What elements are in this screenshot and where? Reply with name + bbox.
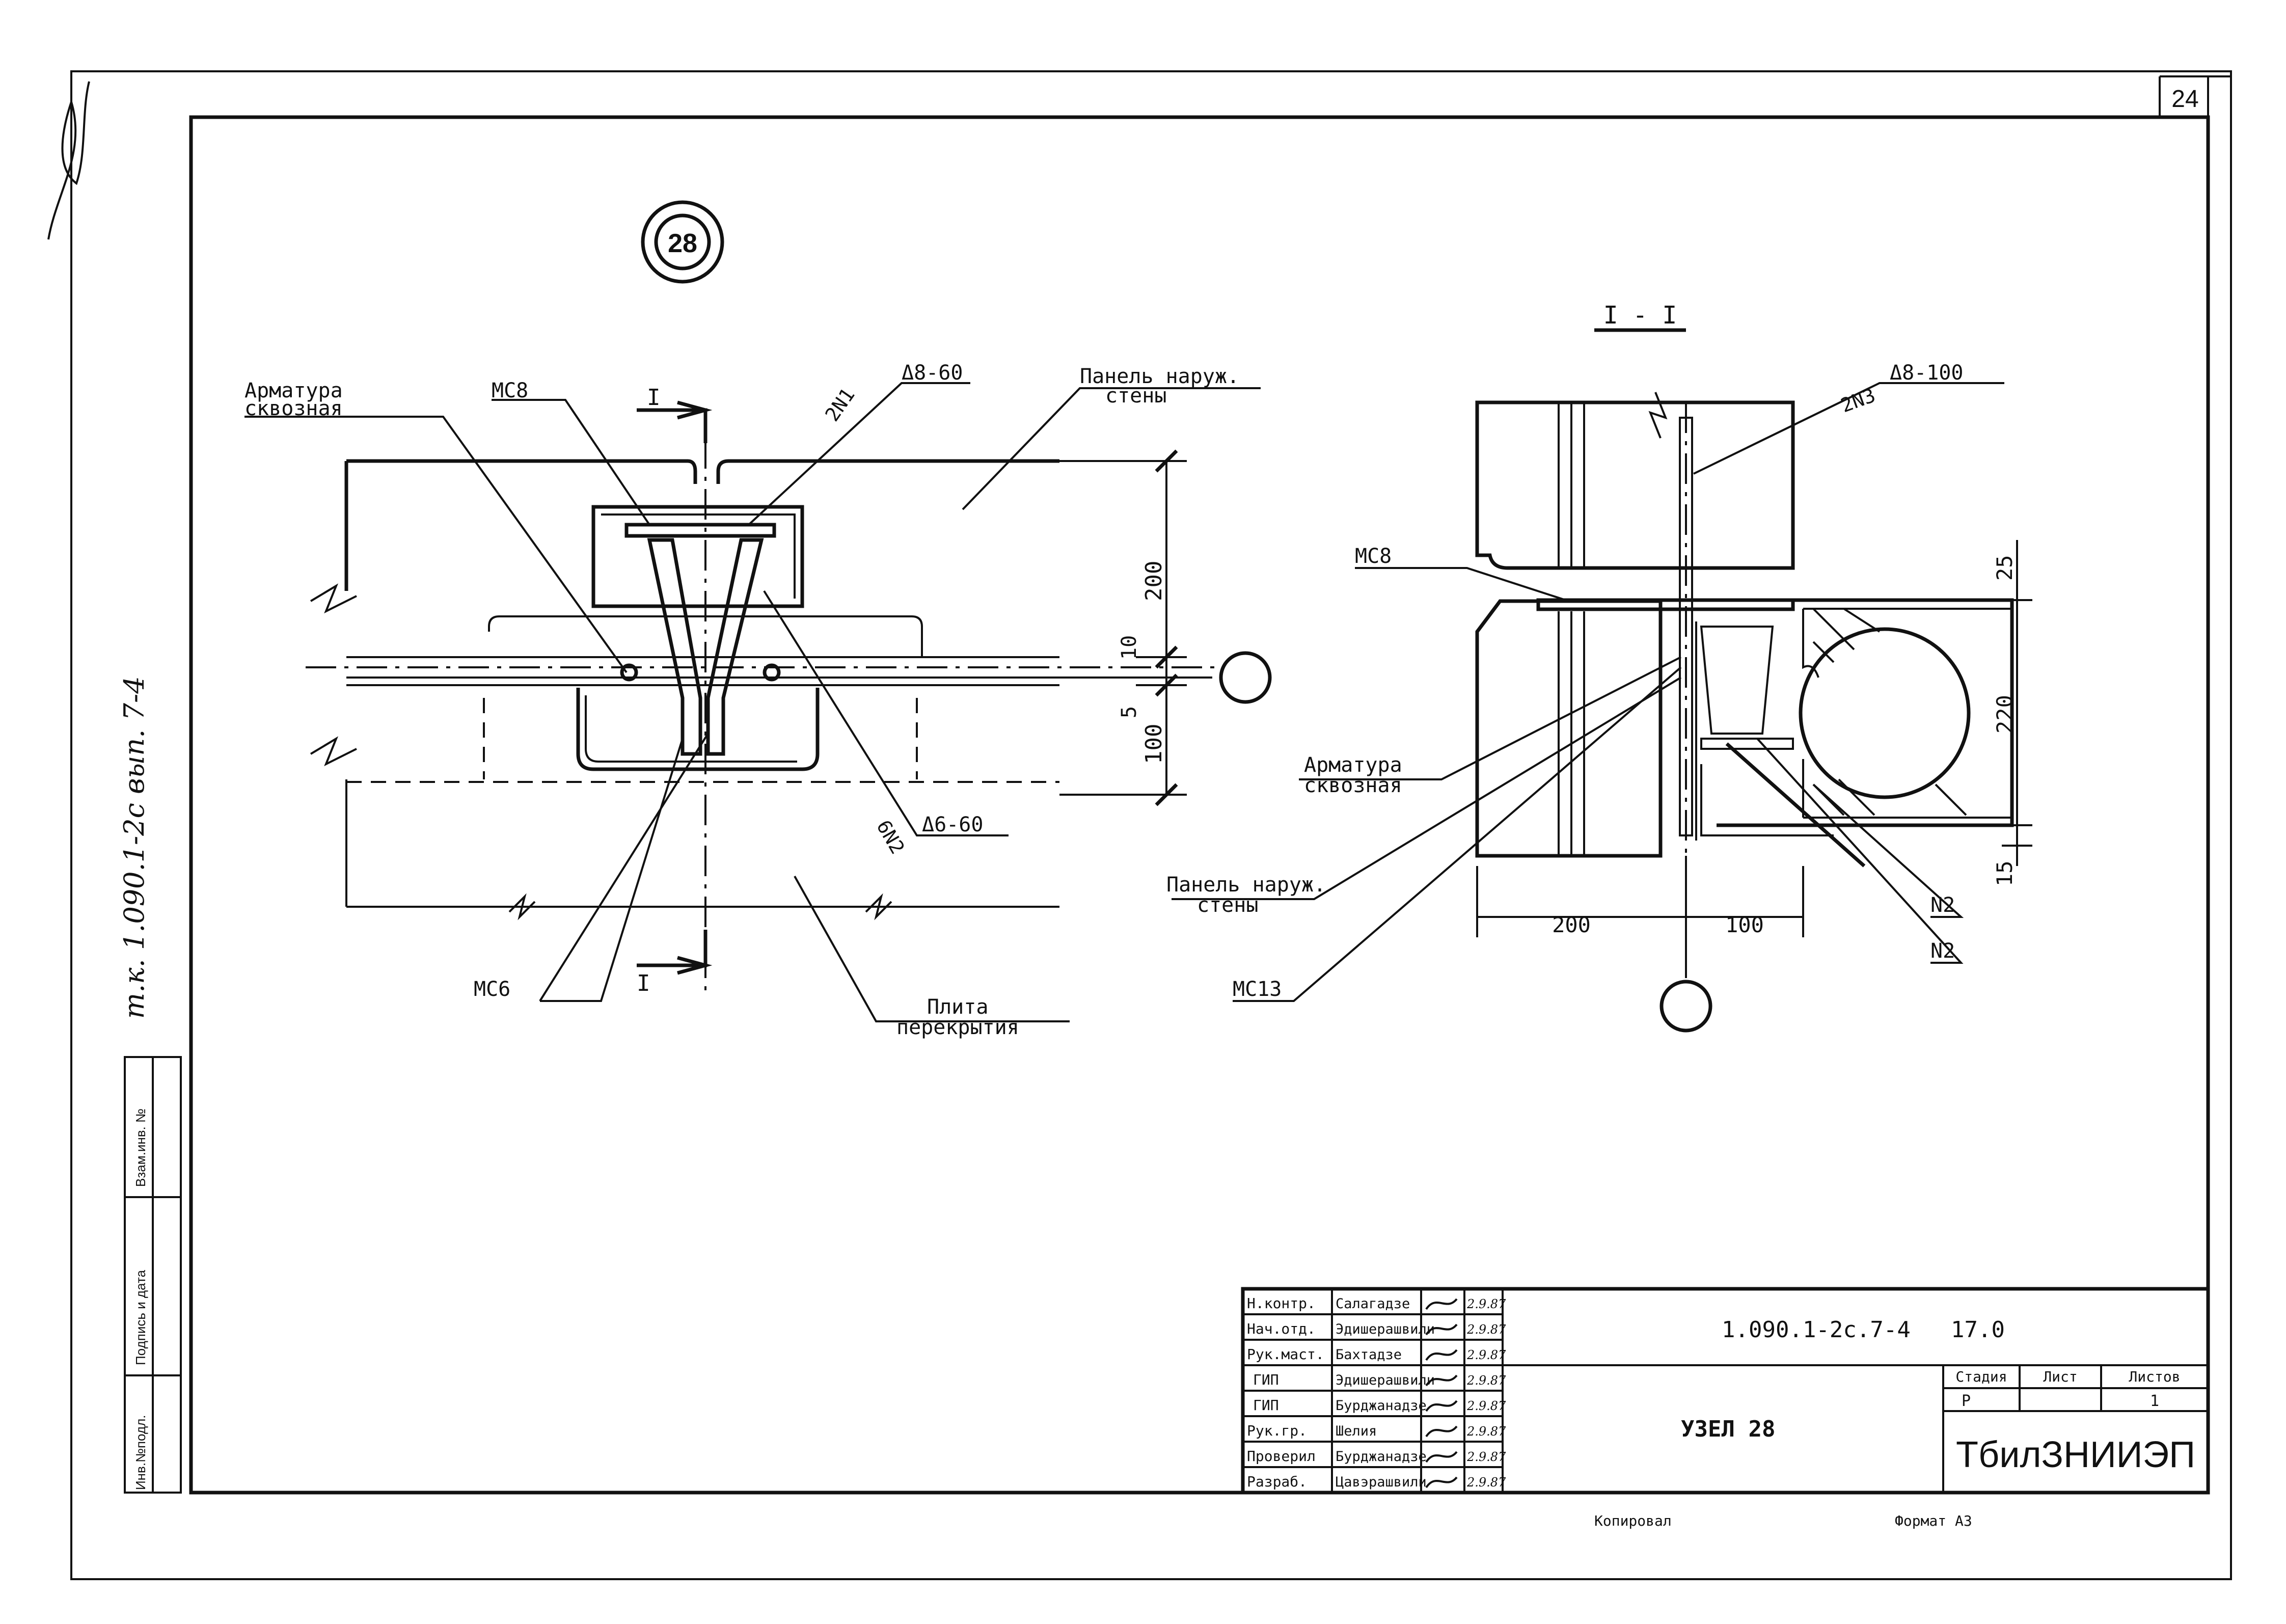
name-4: Эдишерашвили: [1336, 1372, 1435, 1388]
role-2: Нач.отд.: [1247, 1320, 1316, 1337]
date-4: 2.9.87: [1466, 1373, 1506, 1388]
plan-dim-5: 5: [1118, 706, 1141, 718]
node-number: 28: [668, 229, 697, 258]
plan-leaders: [244, 382, 1261, 1022]
sheet-frame: [70, 70, 2232, 1580]
section-mc8: МС8: [1355, 545, 1392, 568]
plan-6n2-spec: Δ6-60: [922, 813, 983, 836]
corner-signature: [47, 81, 90, 240]
role-8: Разраб.: [1247, 1473, 1307, 1490]
plan-2n1: 2N1: [821, 384, 859, 425]
title-block-rows: Н.контр. Нач.отд. Рук.маст. ГИП ГИП Рук.…: [1247, 1295, 1506, 1490]
date-8: 2.9.87: [1466, 1475, 1506, 1490]
document-code: 1.090.1-2с.7-4: [1722, 1317, 1911, 1343]
plan-armatura-2: сквозная: [244, 397, 343, 420]
side-stamp: т.к. 1.090.1-2с вып. 7-4: [118, 676, 150, 1019]
sheet-title: УЗЕЛ 28: [1681, 1416, 1775, 1442]
section-2n3: 2N3: [1838, 384, 1879, 417]
plan-slab-1: Плита: [927, 995, 988, 1019]
plan-mc8: МС8: [492, 379, 528, 402]
section-dim-220: 220: [1992, 695, 2017, 734]
section-panel-2: стены: [1197, 894, 1258, 917]
plan-section-mark-top: I: [647, 385, 661, 411]
date-7: 2.9.87: [1466, 1450, 1506, 1464]
section-armatura-1: Арматура: [1304, 753, 1402, 777]
section-view: [1475, 392, 2032, 1033]
side-column-1: Инв.№подл.: [133, 1415, 148, 1490]
name-5: Бурджанадзе: [1336, 1398, 1427, 1414]
section-dim-25: 25: [1992, 555, 2017, 581]
node-marker: [641, 200, 724, 284]
plan-dim-10: 10: [1118, 635, 1141, 660]
plan-section-mark-bottom: I: [637, 970, 650, 996]
title-block: [1241, 1287, 2210, 1495]
plan-mc6: МС6: [474, 978, 510, 1001]
plan-panel-1: Панель наруж.: [1080, 365, 1239, 388]
section-dim-100: 100: [1725, 912, 1764, 937]
plan-6n2: 6N2: [872, 817, 909, 858]
section-panel-1: Панель наруж.: [1166, 873, 1326, 897]
date-2: 2.9.87: [1466, 1322, 1506, 1337]
name-1: Салагадзе: [1336, 1296, 1410, 1312]
section-armatura-2: сквозная: [1304, 774, 1402, 797]
date-1: 2.9.87: [1466, 1297, 1506, 1311]
stage-value: Р: [1962, 1392, 1971, 1410]
sheet-header: Лист: [2043, 1368, 2077, 1385]
side-column-2: Подпись и дата: [133, 1269, 148, 1365]
name-6: Шелия: [1336, 1423, 1377, 1439]
role-3: Рук.маст.: [1247, 1346, 1324, 1363]
side-column-3: Взам.инв. №: [133, 1108, 148, 1187]
sheets-value: 1: [2150, 1392, 2159, 1410]
section-n2-b: N2: [1930, 939, 1955, 963]
name-8: Цавэрашвили: [1336, 1474, 1427, 1490]
section-dim-200: 200: [1552, 912, 1591, 937]
section-dim-15: 15: [1992, 860, 2017, 886]
plan-view: [306, 400, 1272, 998]
name-7: Бурджанадзе: [1336, 1449, 1427, 1465]
name-2: Эдишерашвили: [1336, 1321, 1435, 1337]
section-n2-a: N2: [1930, 894, 1955, 917]
role-7: Проверил: [1247, 1448, 1316, 1465]
role-1: Н.контр.: [1247, 1295, 1316, 1312]
plan-panel-2: стены: [1105, 384, 1166, 408]
date-5: 2.9.87: [1466, 1399, 1506, 1413]
section-title: I - I: [1603, 301, 1677, 330]
section-2n3-spec: Δ8-100: [1890, 361, 1964, 385]
document-code-suffix: 17.0: [1951, 1317, 2005, 1343]
date-6: 2.9.87: [1466, 1424, 1506, 1439]
plan-armatura-1: Арматура: [244, 379, 343, 402]
section-leaders: [1172, 382, 2004, 1002]
stage-header: Стадия: [1955, 1368, 2007, 1385]
section-mc13: МС13: [1233, 978, 1282, 1001]
signatures: [1425, 1298, 1458, 1488]
page-number: 24: [2171, 86, 2198, 113]
organization: ТбилЗНИИЭП: [1956, 1434, 2195, 1475]
plan-dim-200: 200: [1141, 561, 1167, 601]
plan-2n1-spec: Δ8-60: [902, 361, 963, 385]
copied-label: Копировал: [1594, 1512, 1672, 1529]
name-3: Бахтадзе: [1336, 1347, 1402, 1363]
role-4: ГИП: [1253, 1371, 1279, 1388]
plan-slab-2: перекрытия: [896, 1016, 1019, 1039]
plan-dim-100: 100: [1141, 724, 1167, 764]
role-6: Рук.гр.: [1247, 1422, 1307, 1439]
role-5: ГИП: [1253, 1397, 1279, 1414]
date-3: 2.9.87: [1466, 1348, 1506, 1362]
format-label: Формат А3: [1895, 1512, 1972, 1529]
sheets-header: Листов: [2129, 1368, 2180, 1385]
side-columns: [124, 1056, 182, 1494]
